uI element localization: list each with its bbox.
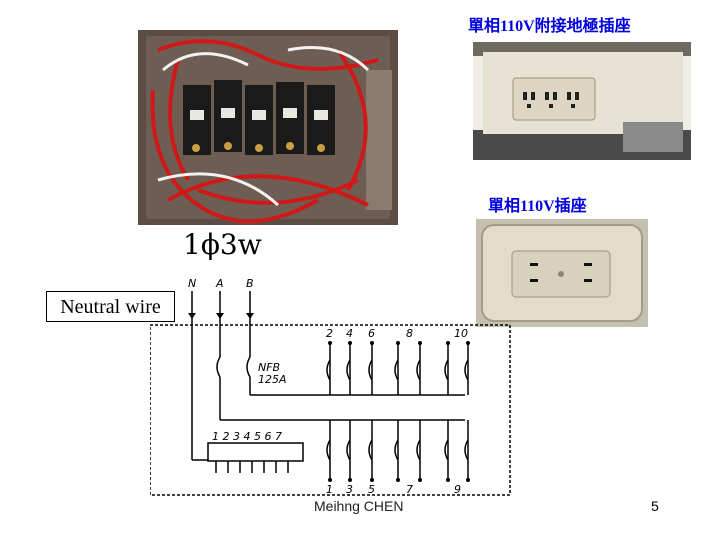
neutral-wire-label: Neutral wire xyxy=(46,291,175,322)
phase-wire-formula: 1ϕ3w xyxy=(183,228,262,261)
breaker-panel-photo xyxy=(138,30,398,225)
neutral-bus-numbers: 1 2 3 4 5 6 7 xyxy=(212,430,282,443)
phase-label-n: N xyxy=(188,277,196,290)
circuit-number-bottom: 5 xyxy=(368,483,375,496)
circuit-number-top: 6 xyxy=(368,327,375,340)
grounded-outlet-photo xyxy=(473,42,691,160)
phase-label-b: B xyxy=(246,277,254,290)
phase-label-a: A xyxy=(215,277,224,290)
circuit-number-bottom: 7 xyxy=(406,483,413,496)
circuit-number-bottom: 3 xyxy=(346,483,353,496)
circuit-number-top: 2 xyxy=(326,327,333,340)
circuit-number-bottom: 1 xyxy=(326,483,333,496)
wiring-diagram: N A B xyxy=(150,277,511,496)
breaker-label-rating: 125A xyxy=(258,373,287,386)
breaker-label-nfb: NFB xyxy=(258,361,280,374)
page-number: 5 xyxy=(651,498,659,514)
circuit-number-top: 10 xyxy=(454,327,468,340)
circuit-number-top: 8 xyxy=(406,327,413,340)
circuit-number-bottom: 9 xyxy=(454,483,461,496)
caption-grounded-outlet: 單相110V附接地極插座 xyxy=(468,18,631,35)
author-credit: Meihng CHEN xyxy=(314,498,404,514)
circuit-number-top: 4 xyxy=(346,327,353,340)
caption-outlet: 單相110V插座 xyxy=(488,198,587,215)
outlet-photo xyxy=(476,219,648,327)
